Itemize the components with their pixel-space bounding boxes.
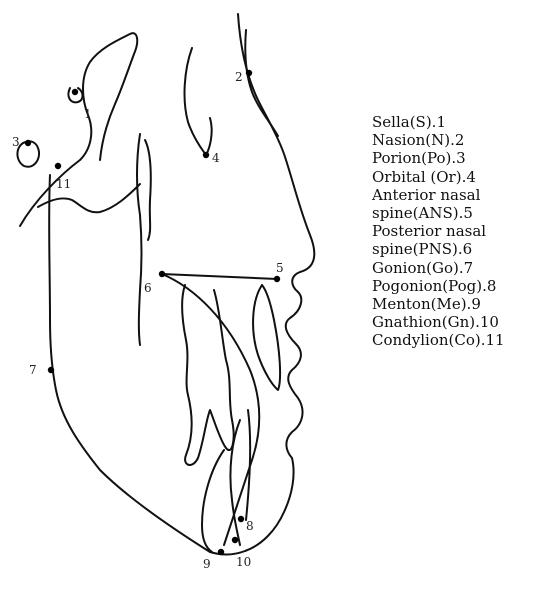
- sella-turcica-outline: [20, 33, 137, 226]
- landmark-point-ans: [274, 276, 280, 282]
- legend-item-nasion: Nasion(N).2: [372, 131, 537, 149]
- legend-item-ans: Anterior nasal spine(ANS).5: [372, 186, 537, 222]
- landmark-number-6: 6: [144, 281, 152, 295]
- legend-item-orbital: Orbital (Or).4: [372, 168, 537, 186]
- landmark-number-4: 4: [212, 151, 220, 165]
- molar-outline: [182, 285, 234, 465]
- landmark-point-orbitale: [203, 152, 209, 158]
- nasal-bone-outline: [245, 30, 278, 136]
- landmark-number-9: 9: [203, 557, 211, 571]
- cephalometric-tracing: 1 2 3 4 5 6 7 8 9 10 11: [0, 0, 340, 601]
- landmark-number-8: 8: [246, 519, 254, 533]
- landmark-point-condylion: [55, 163, 61, 169]
- ramus-outline: [49, 175, 210, 552]
- cranial-base-outline: [38, 184, 140, 212]
- landmark-point-nasion: [246, 70, 252, 76]
- legend-item-sella: Sella(S).1: [372, 113, 537, 131]
- landmark-number-1: 1: [84, 107, 92, 121]
- palatal-plane-line: [162, 274, 277, 279]
- landmark-point-gnathion: [232, 537, 238, 543]
- landmark-point-pogonion: [238, 516, 244, 522]
- landmark-number-2: 2: [235, 70, 243, 84]
- legend-item-pns: Posterior nasal spine(PNS).6: [372, 222, 537, 258]
- landmark-number-3: 3: [12, 135, 20, 149]
- legend-item-condylion: Condylion(Co).11: [372, 331, 537, 349]
- legend-item-gnathion: Gnathion(Gn).10: [372, 313, 537, 331]
- legend-item-pogonion: Pogonion(Pog).8: [372, 277, 537, 295]
- legend-item-porion: Porion(Po).3: [372, 149, 537, 167]
- symphysis-outline: [202, 450, 224, 552]
- landmark-point-gonion: [48, 367, 54, 373]
- pterygoid-fissure-outline: [137, 134, 142, 345]
- legend-item-menton: Menton(Me).9: [372, 295, 537, 313]
- landmark-legend: Sella(S).1 Nasion(N).2 Porion(Po).3 Orbi…: [372, 113, 537, 350]
- pterygoid-fissure-inner: [145, 140, 151, 240]
- landmark-number-11: 11: [56, 177, 71, 191]
- legend-item-gonion: Gonion(Go).7: [372, 259, 537, 277]
- landmark-number-5: 5: [276, 261, 284, 275]
- landmark-point-menton: [218, 549, 224, 555]
- upper-incisor-outline: [253, 285, 280, 390]
- landmark-point-sella: [72, 89, 78, 95]
- landmark-point-porion: [25, 140, 31, 146]
- landmark-point-pns: [159, 271, 165, 277]
- landmark-number-7: 7: [29, 363, 37, 377]
- orbit-outline: [185, 48, 212, 155]
- landmark-number-10: 10: [236, 555, 251, 569]
